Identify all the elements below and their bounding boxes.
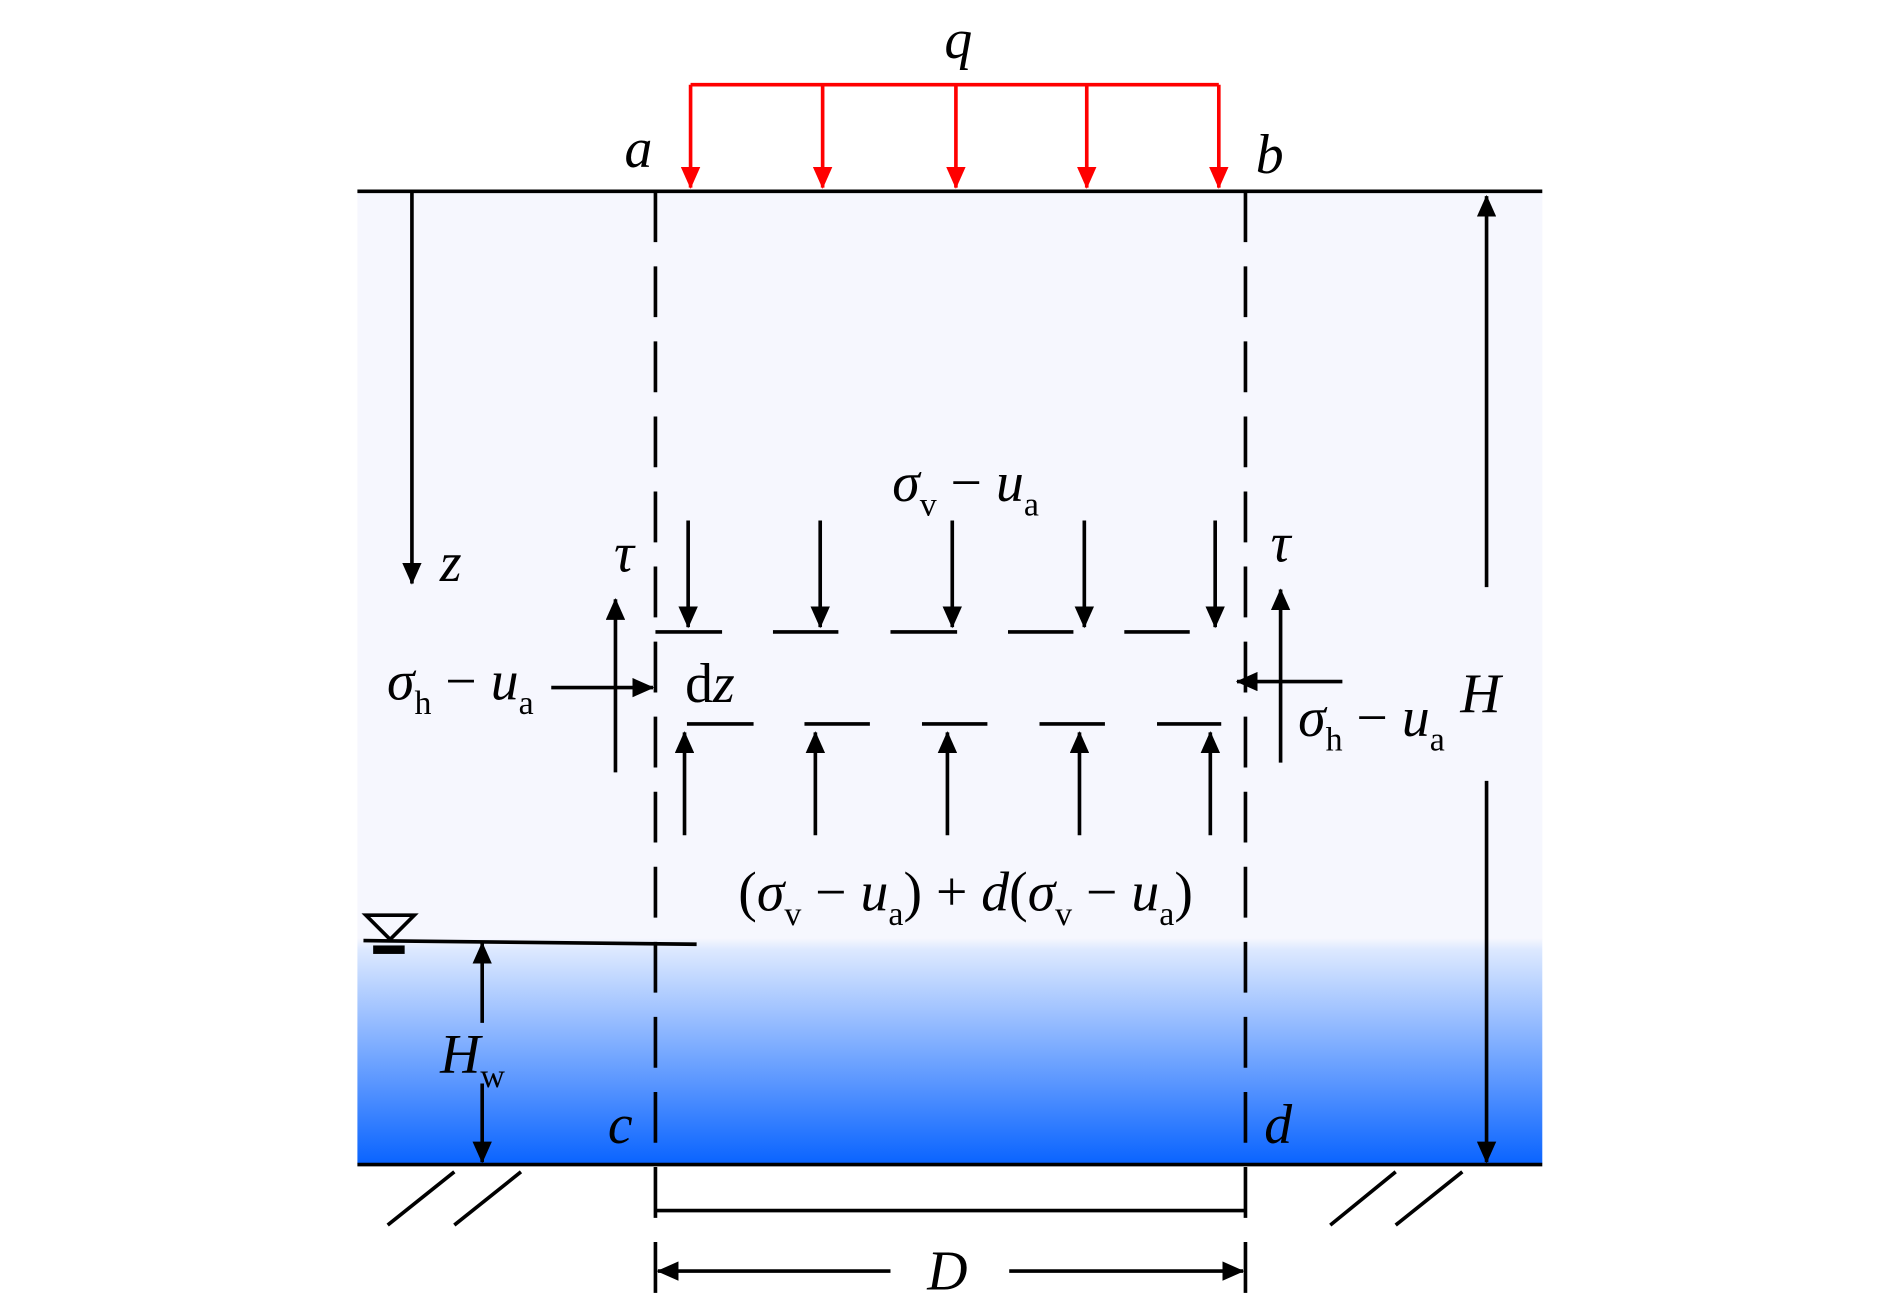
label-c: c xyxy=(608,1094,633,1156)
label-sigma-v-bottom: (σv − ua) + d(σv − ua) xyxy=(738,861,1193,933)
label-dz: dz xyxy=(685,653,735,715)
label-sigma-v-top: σv − ua xyxy=(892,452,1039,524)
soil-region xyxy=(357,191,1543,942)
label-sigma-h-right: σh − ua xyxy=(1298,687,1445,759)
surface-load-q xyxy=(680,82,1229,189)
label-tau-right: τ xyxy=(1271,513,1293,575)
label-D: D xyxy=(926,1240,967,1302)
water-saturated-region xyxy=(357,938,1543,1164)
label-H: H xyxy=(1459,663,1503,725)
label-Hw: Hw xyxy=(439,1024,505,1096)
label-b: b xyxy=(1256,124,1284,186)
water-table-line xyxy=(363,938,697,947)
label-tau-left: τ xyxy=(614,522,636,584)
label-sigma-h-left: σh − ua xyxy=(387,651,534,723)
water-table-icon xyxy=(361,913,419,954)
label-a: a xyxy=(625,118,653,180)
label-z: z xyxy=(439,532,462,594)
label-q: q xyxy=(944,9,972,71)
label-d: d xyxy=(1264,1094,1292,1156)
bedrock-hatch xyxy=(386,1170,1464,1227)
top-stress-arrows xyxy=(678,520,1225,629)
bottom-stress-arrows xyxy=(674,731,1221,836)
